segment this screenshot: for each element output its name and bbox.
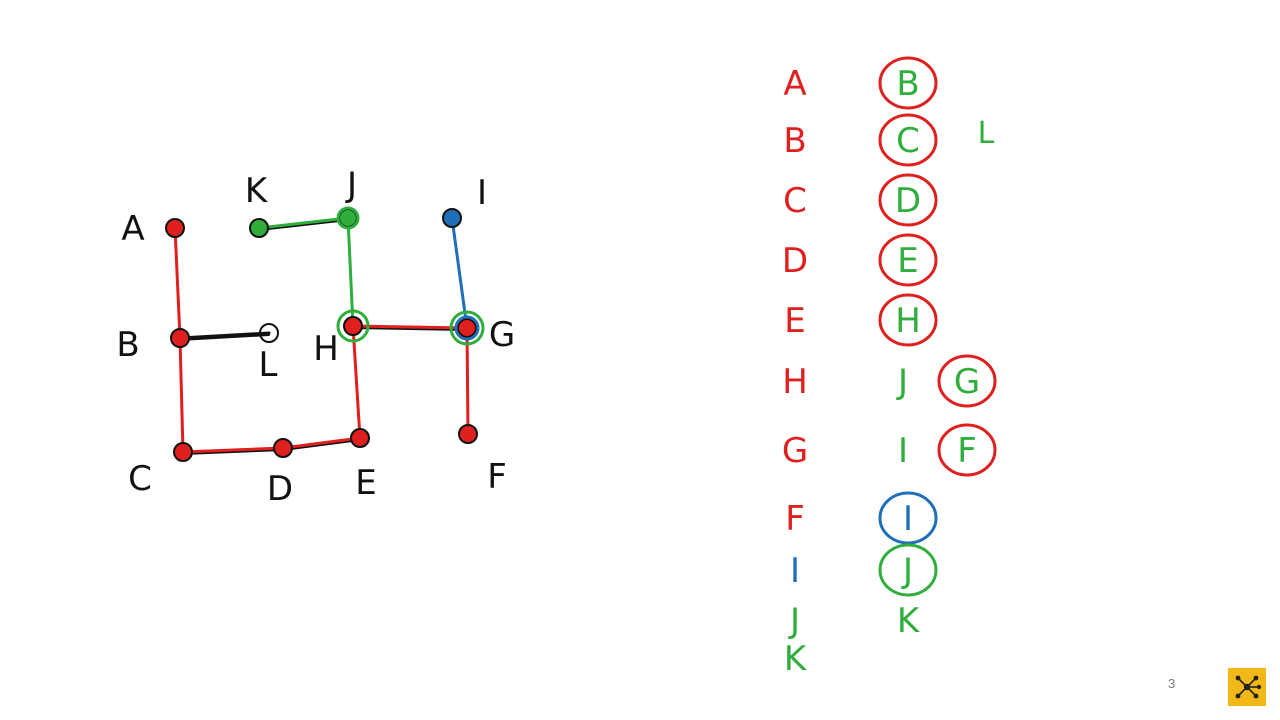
edge-A-B	[173, 226, 182, 340]
stack-row-neighbor-C-D: D	[895, 181, 921, 221]
stack-row-neighbor-H-J: J	[896, 362, 908, 402]
node-K	[249, 218, 269, 238]
node-label-E: E	[355, 463, 376, 503]
node-E	[350, 428, 370, 448]
node-label-C: C	[128, 459, 152, 499]
node-H	[343, 316, 363, 336]
stack-row-neighbor-B-C: C	[896, 121, 920, 161]
stack-row-neighbor-I-J: J	[901, 551, 913, 591]
page-number: 3	[1168, 676, 1176, 691]
edge-shadow-H-G	[352, 327, 468, 331]
stack-row-circle-G-F	[937, 423, 997, 477]
node-I	[442, 208, 462, 228]
stack-row-node-G: G	[782, 431, 808, 471]
node-ring-H	[336, 309, 370, 343]
edge-H-G	[351, 324, 469, 330]
stack-row-neighbor-H-G: G	[954, 362, 980, 402]
edge-J-K	[257, 216, 350, 230]
edge-G-F	[465, 326, 470, 436]
stack-row-circle-E-H	[878, 293, 938, 347]
node-ring-J	[336, 206, 360, 230]
stack-row-neighbor-A-B: B	[896, 64, 919, 104]
edge-G-I	[450, 216, 469, 330]
node-label-B: B	[116, 325, 139, 365]
node-label-H: H	[313, 329, 339, 369]
stack-row-circle-A-B	[878, 56, 938, 110]
node-B	[170, 328, 190, 348]
stack-row-node-J: J	[788, 601, 800, 641]
node-G	[457, 318, 477, 338]
edge-D-E	[281, 436, 362, 450]
edge-shadow-J-K	[258, 219, 349, 231]
stack-row-node-F: F	[785, 499, 805, 539]
stack-row-neighbor-D-E: E	[897, 241, 918, 281]
edge-shadow-B-L	[179, 334, 270, 341]
stack-row-node-A: A	[783, 64, 806, 104]
stack-row-circle-C-D	[878, 173, 938, 227]
node-label-L: L	[259, 345, 278, 385]
stack-row-node-E: E	[784, 301, 805, 341]
node-label-D: D	[267, 469, 293, 509]
edge-shadow-D-E	[282, 439, 361, 451]
graph-diagram: A B C D E H G F I J K L	[116, 165, 515, 509]
node-label-F: F	[487, 457, 507, 497]
stack-row-neighbor-J-K: K	[897, 601, 921, 641]
node-label-I: I	[477, 173, 487, 213]
stack-row-neighbor-G-I: I	[898, 431, 908, 471]
stack-row-circle-D-E	[878, 233, 938, 287]
stack-row-circle-F-I	[878, 491, 938, 545]
stack-row-node-D: D	[782, 241, 808, 281]
node-D	[273, 438, 293, 458]
stack-row-circle-H-G	[937, 354, 997, 408]
stack-row-node-K: K	[784, 639, 808, 679]
stack-row-neighbor-G-F: F	[957, 431, 977, 471]
node-ring-G-blue	[454, 315, 480, 341]
node-L	[259, 323, 279, 343]
edge-B-L	[178, 331, 271, 340]
node-label-J: J	[345, 165, 357, 205]
stack-row-node-I: I	[790, 551, 800, 591]
node-label-G: G	[489, 315, 515, 355]
stack-row-circle-B-C	[878, 113, 938, 167]
edge-H-J	[346, 216, 355, 328]
edge-shadow-C-D	[182, 449, 284, 455]
stack-row-extra-L: L	[978, 116, 995, 151]
edge-E-H	[351, 324, 362, 440]
node-F	[458, 424, 478, 444]
node-ring-G-green	[449, 310, 485, 346]
node-label-A: A	[121, 209, 144, 249]
stack-row-neighbor-E-H: H	[895, 301, 921, 341]
node-A	[165, 218, 185, 238]
edge-B-C	[178, 336, 185, 454]
logo	[1228, 668, 1266, 706]
stack-row-node-B: B	[783, 121, 806, 161]
network-graph-icon	[1235, 675, 1262, 699]
node-C	[173, 442, 193, 462]
stack-row-node-H: H	[782, 362, 808, 402]
stack-row-node-C: C	[783, 181, 807, 221]
stack-row-neighbor-F-I: I	[903, 499, 913, 539]
node-label-K: K	[245, 171, 269, 211]
edge-C-D	[181, 446, 285, 454]
stack-row-circle-I-J	[878, 543, 938, 597]
